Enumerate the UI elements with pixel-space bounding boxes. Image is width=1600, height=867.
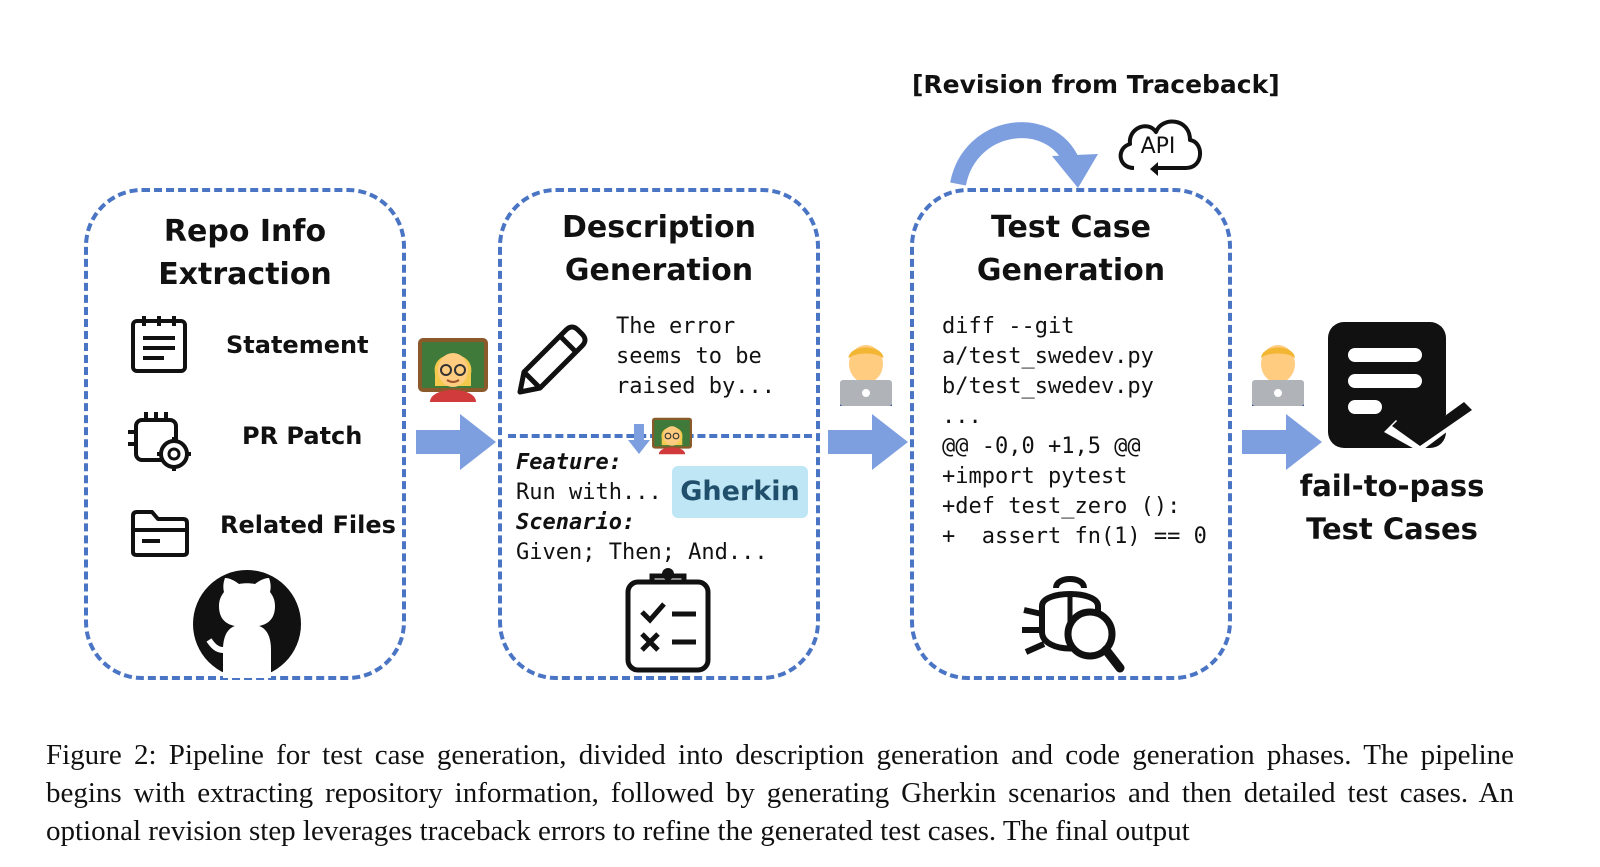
revision-annotation: [Revision from Traceback] <box>912 70 1280 99</box>
repo-info-panel <box>84 188 406 680</box>
flow-arrow-2 <box>828 414 908 470</box>
technologist-emoji-2 <box>1252 345 1304 406</box>
document-check-icon <box>1328 322 1476 452</box>
description-panel <box>498 188 820 680</box>
circuit-gear-icon <box>128 412 191 471</box>
api-label: API <box>1140 134 1176 159</box>
testcase-panel <box>910 188 1232 680</box>
checklist-clipboard-icon <box>625 568 711 673</box>
github-icon <box>193 570 301 678</box>
test-code-block: diff --git a/test_swedev.py b/test_swede… <box>942 314 1207 549</box>
description-text: The error seems to be raised by... <box>616 314 775 399</box>
statement-label: Statement <box>226 331 369 359</box>
description-title: Description Generation <box>561 210 757 288</box>
pr-patch-label: PR Patch <box>242 422 363 450</box>
figure-caption: Figure 2: Pipeline for test case generat… <box>46 739 1514 847</box>
flow-arrow-1 <box>416 414 496 470</box>
cloud-api-icon: API <box>1112 112 1204 184</box>
flow-arrow-3 <box>1242 414 1322 470</box>
pencil-icon <box>517 324 588 395</box>
bug-search-icon <box>1022 576 1125 673</box>
notepad-icon <box>131 316 187 373</box>
revision-curved-arrow-icon <box>950 122 1098 188</box>
technologist-emoji <box>840 345 892 406</box>
folder-icon <box>131 510 189 557</box>
gherkin-text: Feature: Run with... Scenario: Given; Th… <box>516 450 768 565</box>
teacher-emoji <box>418 338 488 402</box>
repo-info-title: Repo Info Extraction <box>158 214 332 292</box>
related-files-label: Related Files <box>220 511 396 539</box>
gherkin-badge: Gherkin <box>672 466 808 518</box>
down-arrow-icon <box>628 424 650 454</box>
output-label: fail-to-pass Test Cases <box>1299 469 1485 546</box>
testcase-title: Test Case Generation <box>976 210 1166 288</box>
teacher-emoji-small <box>652 417 692 455</box>
